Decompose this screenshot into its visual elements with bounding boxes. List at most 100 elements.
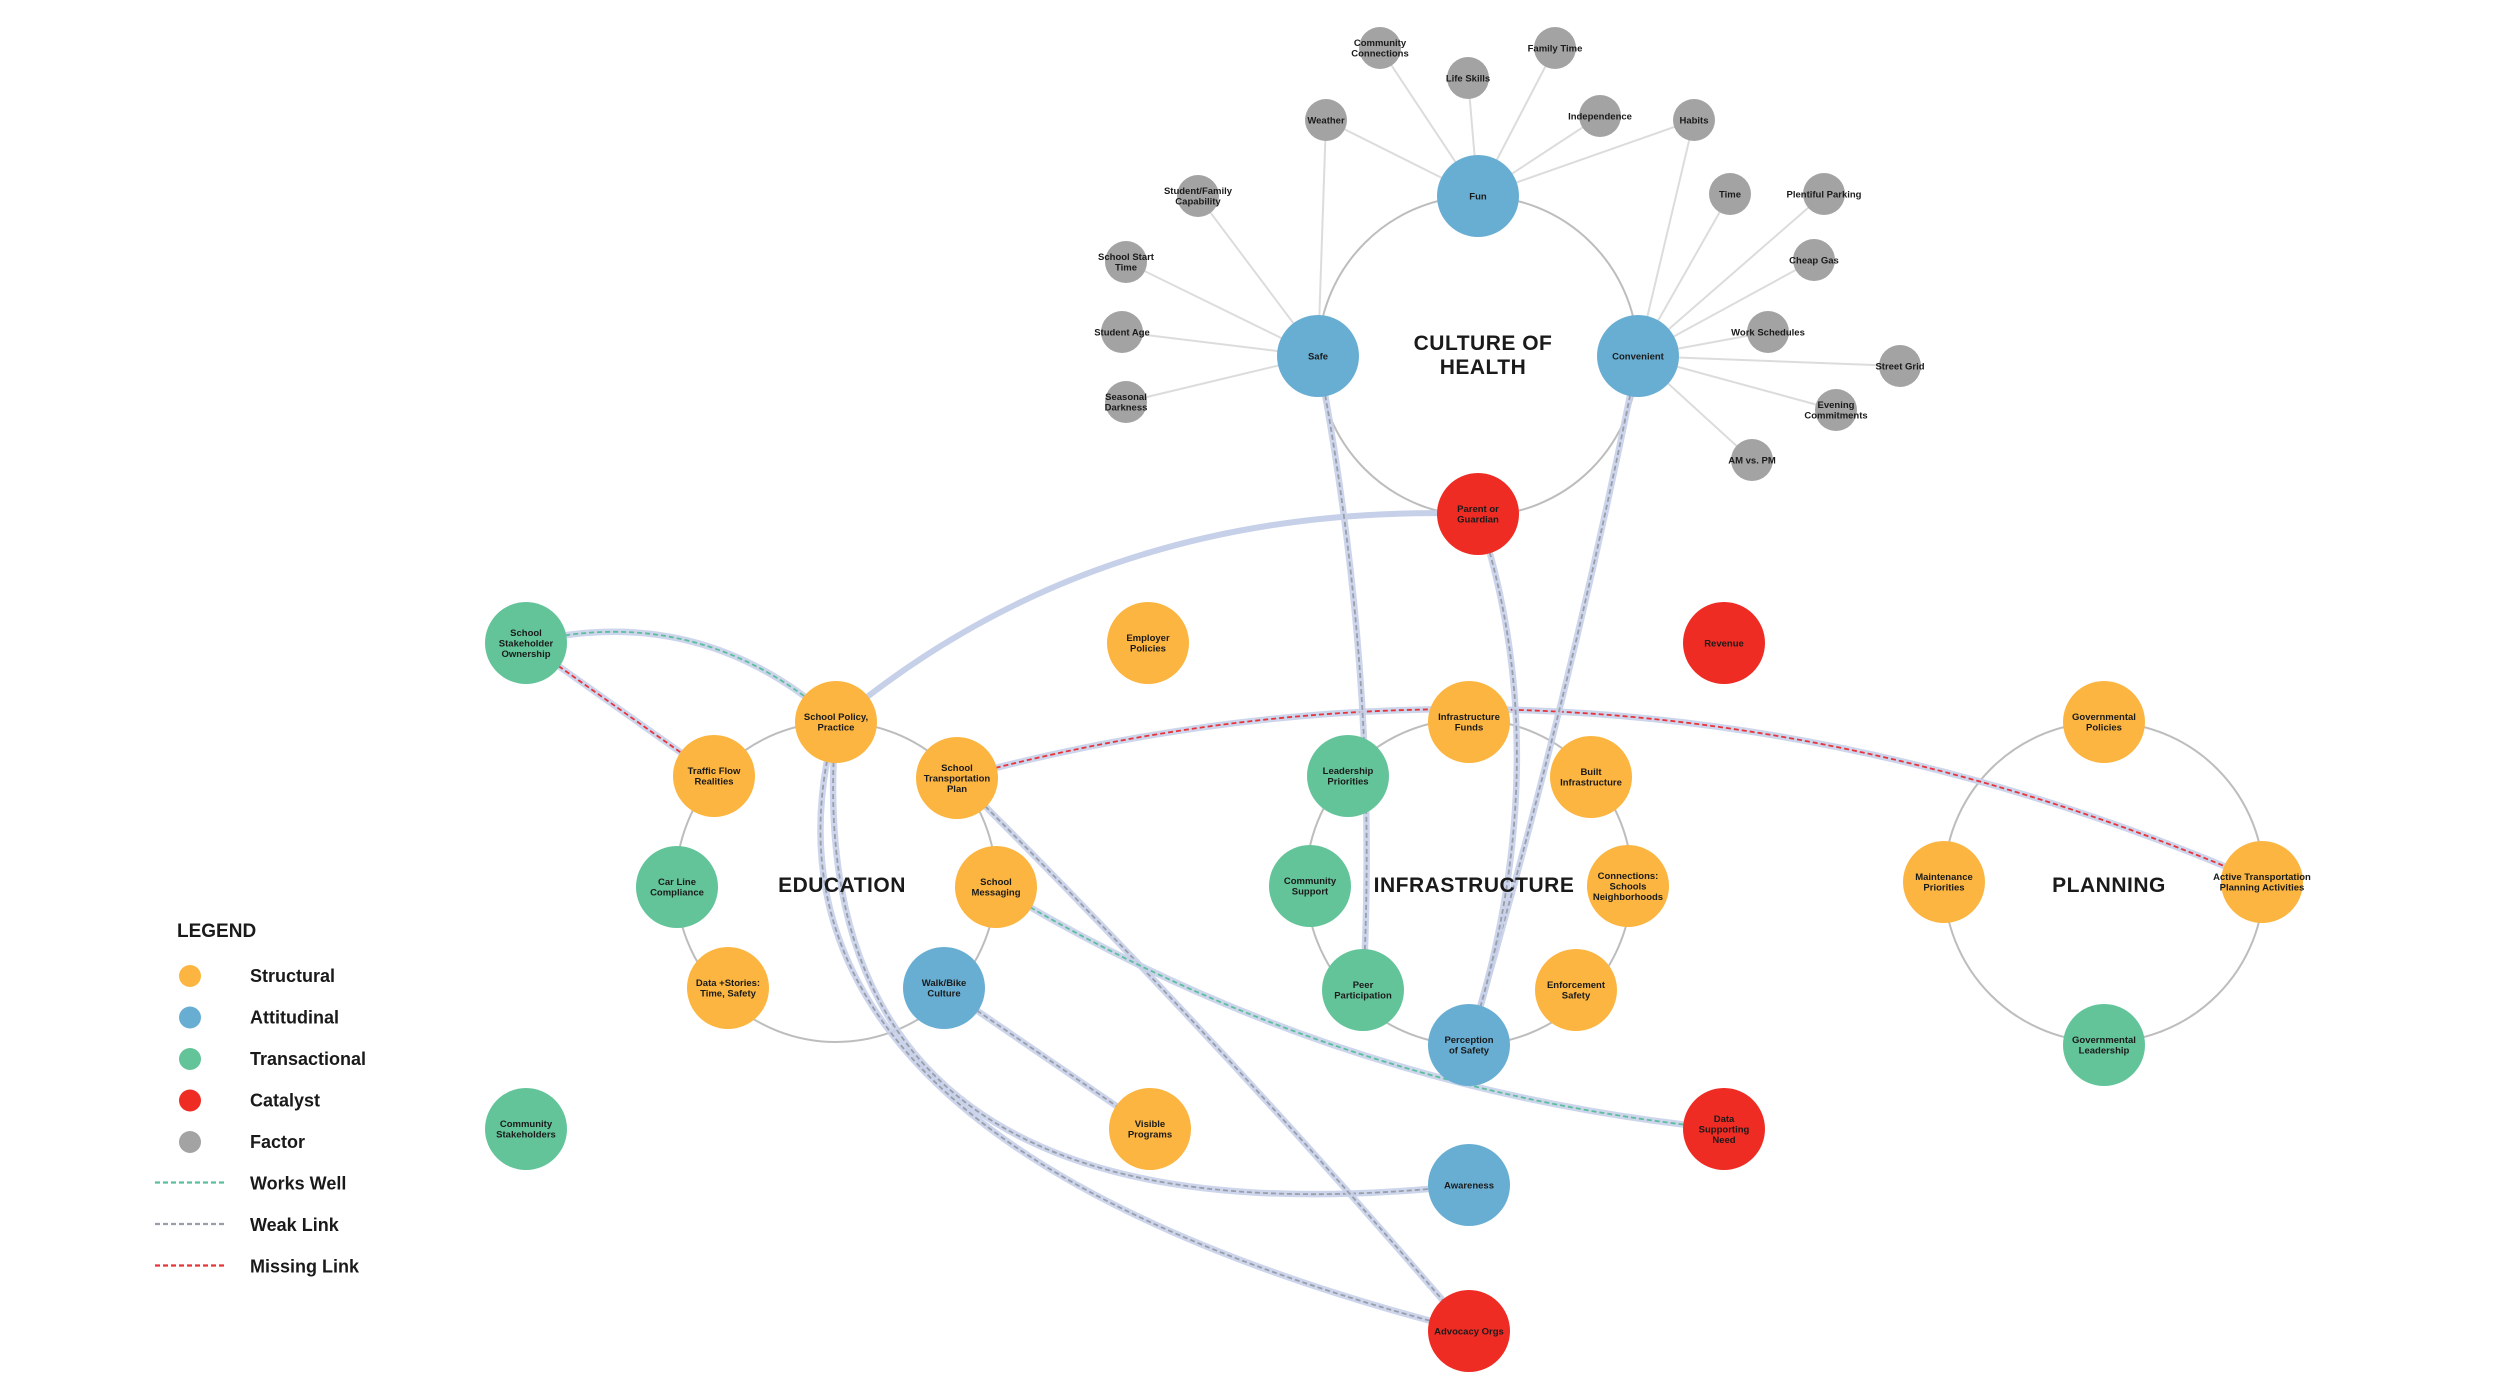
node-label: Cheap Gas (1789, 255, 1839, 266)
catalyst-circle (1683, 1088, 1765, 1170)
legend-item-factor: Factor (179, 1131, 305, 1153)
node-label: Maintenance (1915, 872, 1973, 883)
link-walk_bike-visible_programs (940, 984, 1154, 1133)
cluster-title-infrastructure: INFRASTRUCTURE (1374, 874, 1575, 897)
node-label: Weather (1307, 115, 1345, 126)
attitudinal-circle (1437, 155, 1519, 237)
transactional-circle (636, 846, 718, 928)
node-label: Transportation (924, 773, 991, 784)
node-label: Community (500, 1119, 553, 1130)
node-plentiful-parking[interactable]: Plentiful Parking (1787, 173, 1862, 215)
node-fun[interactable]: Fun (1437, 155, 1519, 237)
factor-circle (1793, 239, 1835, 281)
node-life-skills[interactable]: Life Skills (1446, 57, 1490, 99)
node-label: Life Skills (1446, 73, 1490, 84)
node-label: Schools (1610, 881, 1647, 892)
node-label: Employer (1126, 633, 1170, 644)
node-label: Capability (1175, 197, 1221, 208)
legend-item-catalyst: Catalyst (179, 1089, 320, 1112)
node-advocacy[interactable]: Advocacy Orgs (1428, 1290, 1510, 1372)
node-convenient[interactable]: Convenient (1597, 315, 1679, 397)
node-label: Governmental (2072, 1035, 2136, 1046)
node-label: Supporting (1699, 1124, 1750, 1135)
node-awareness[interactable]: Awareness (1428, 1144, 1510, 1226)
node-label: Priorities (1327, 777, 1368, 788)
node-label: Priorities (1923, 883, 1964, 894)
catalyst-circle (1428, 1290, 1510, 1372)
node-label: Policies (1130, 644, 1166, 655)
structural-circle (687, 947, 769, 1029)
structural-circle (1107, 602, 1189, 684)
node-am-pm[interactable]: AM vs. PM (1728, 439, 1776, 481)
node-work-schedules[interactable]: Work Schedules (1731, 311, 1805, 353)
node-time[interactable]: Time (1709, 173, 1751, 215)
node-label: Participation (1334, 991, 1392, 1002)
node-cheap-gas[interactable]: Cheap Gas (1789, 239, 1839, 281)
attitudinal-circle (903, 947, 985, 1029)
node-label: Active Transportation (2213, 872, 2311, 883)
cluster-title-culture: HEALTH (1440, 356, 1527, 379)
legend-label: Catalyst (250, 1091, 320, 1111)
node-revenue[interactable]: Revenue (1683, 602, 1765, 684)
legend-swatch (179, 1006, 201, 1029)
node-weather[interactable]: Weather (1305, 99, 1347, 141)
attitudinal-circle (1428, 1144, 1510, 1226)
legend-title: LEGEND (177, 921, 256, 942)
node-label: AM vs. PM (1728, 455, 1776, 466)
factor-spokes (1121, 47, 1901, 461)
node-student-age[interactable]: Student Age (1094, 311, 1150, 353)
factor-circle (1803, 173, 1845, 215)
node-family-time[interactable]: Family Time (1528, 27, 1583, 69)
factor-circle (1579, 95, 1621, 137)
node-label: Support (1292, 887, 1329, 898)
node-label: Connections: (1598, 871, 1659, 882)
node-school-policy[interactable]: School Policy,Practice (795, 681, 877, 763)
node-independence[interactable]: Independence (1568, 95, 1632, 137)
node-label: Data (1714, 1114, 1735, 1125)
transactional-circle (1322, 949, 1404, 1031)
legend-item-attitudinal: Attitudinal (179, 1006, 339, 1029)
node-label: Street Grid (1875, 361, 1924, 372)
node-street-grid[interactable]: Street Grid (1875, 345, 1925, 387)
node-label: Messaging (971, 888, 1020, 899)
node-label: Advocacy Orgs (1434, 1326, 1504, 1337)
node-habits[interactable]: Habits (1673, 99, 1715, 141)
cluster-title-culture: CULTURE OF (1414, 332, 1553, 355)
node-safe[interactable]: Safe (1277, 315, 1359, 397)
node-label: Walk/Bike (922, 978, 967, 989)
node-label: Stakeholder (499, 638, 554, 649)
node-data-stories[interactable]: Data +Stories:Time, Safety (687, 947, 769, 1029)
node-label: Stakeholders (496, 1130, 556, 1141)
node-label: Perception (1444, 1035, 1493, 1046)
node-label: Evening (1818, 400, 1855, 411)
